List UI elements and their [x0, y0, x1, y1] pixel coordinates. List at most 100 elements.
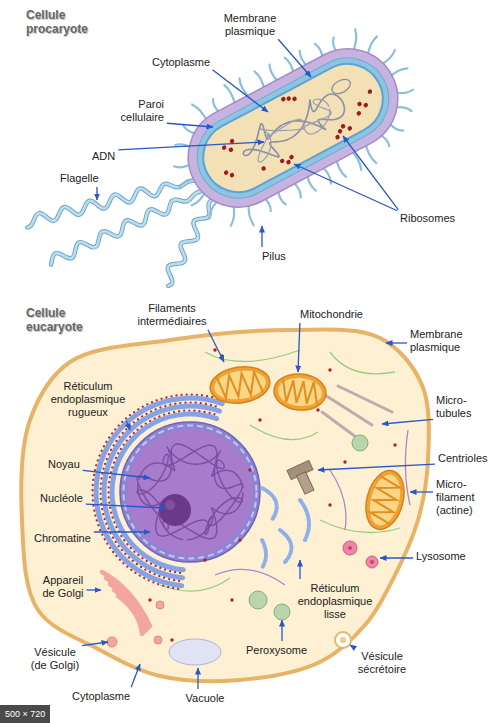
part-label: Peroxysome — [246, 644, 307, 657]
mitochondrion — [273, 372, 328, 412]
part-label: Micro- filament (actine) — [436, 478, 484, 517]
secretory-vesicle — [335, 632, 351, 648]
label-slot: Peroxysome — [246, 644, 307, 657]
er-tubule — [300, 500, 309, 540]
microfilament — [215, 569, 285, 585]
ribosome-dot — [213, 348, 216, 351]
size-badge: 500 × 720 — [0, 705, 50, 723]
leader-line — [167, 123, 213, 127]
golgi-cisterna — [118, 596, 142, 634]
ribosome-dot — [280, 96, 286, 102]
golgi-vesicle — [156, 601, 164, 609]
label-slot: Lysosome — [416, 550, 466, 563]
plasmid — [330, 77, 353, 97]
label-slot: Centrioles — [438, 452, 488, 465]
intermediate-filament — [330, 352, 395, 374]
part-label: Lysosome — [416, 550, 466, 563]
part-label: Chromatine — [34, 532, 91, 545]
ribosome-dot — [229, 172, 235, 178]
mito-outer — [208, 363, 272, 407]
label-slot: Chromatine — [34, 532, 91, 545]
leader-line — [318, 464, 435, 470]
nucleoplasm — [127, 429, 253, 555]
ribosome-dot — [363, 102, 369, 108]
lysosome — [343, 541, 357, 555]
leader-line — [212, 70, 268, 112]
microfilament — [405, 430, 410, 505]
part-label: Vacuole — [186, 692, 225, 705]
leader-line — [298, 323, 300, 372]
leader-line — [94, 531, 150, 532]
ribosome-dot — [230, 598, 233, 601]
intermediate-filament — [250, 425, 318, 440]
part-label: Réticulum endoplasmique rugueux — [48, 380, 128, 419]
dna-strand — [235, 85, 351, 171]
label-slot: Pilus — [262, 250, 286, 263]
peroxisome — [249, 591, 267, 609]
label-slot: ADN — [92, 150, 115, 163]
leader-line — [208, 330, 224, 362]
cell-heading: Cellule procaryote — [26, 8, 106, 36]
leader-line — [83, 470, 150, 478]
part-label: Nucléole — [40, 492, 83, 505]
ribosome-dot — [335, 134, 341, 140]
part-label: ADN — [92, 150, 115, 163]
ribosome-dot — [248, 468, 251, 471]
label-slot: Micro- filament (actine) — [436, 478, 484, 517]
label-slot: 500 × 720 — [0, 705, 50, 723]
mitochondrion — [360, 466, 410, 533]
cristae — [281, 379, 319, 404]
label-slot: Flagelle — [60, 172, 99, 185]
nuclear-pores — [124, 426, 257, 559]
leader-line — [126, 421, 130, 430]
golgi-vesicle — [107, 637, 117, 647]
part-label: Vésicule sécrétoire — [354, 650, 410, 676]
er-tubule — [280, 530, 291, 562]
label-slot: Cytoplasme — [152, 56, 210, 69]
smooth-er — [262, 488, 309, 568]
nucleolus-highlight — [165, 500, 175, 510]
label-slot: Micro- tubules — [436, 394, 480, 420]
nucleolus — [159, 494, 191, 526]
ribosome-dot — [393, 443, 396, 446]
label-slot: Vésicule (de Golgi) — [27, 646, 83, 672]
label-slot: Cellule eucaryote — [26, 306, 106, 334]
label-slot: Ribosomes — [400, 212, 455, 225]
ribosome-dot — [170, 638, 173, 641]
part-label: Flagelle — [60, 172, 99, 185]
pili — [147, 6, 440, 250]
mito-matrix — [277, 376, 323, 408]
label-slot: Noyau — [48, 458, 80, 471]
ribosome-dot — [340, 123, 346, 129]
centriole — [296, 472, 314, 494]
centrioles — [287, 460, 314, 494]
leader-line — [131, 664, 140, 687]
ribosome-dot — [286, 96, 292, 102]
er-tubule — [262, 540, 266, 568]
label-slot: Filaments intermédiaires — [133, 302, 211, 328]
leader-line — [382, 419, 433, 424]
ribosome-dot — [357, 101, 363, 107]
ribosome-dot — [356, 110, 362, 116]
leader-line — [294, 164, 397, 211]
part-label: Noyau — [48, 458, 80, 471]
part-label: Ribosomes — [400, 212, 455, 225]
label-slot: Membrane plasmique — [219, 12, 281, 38]
nucleus — [120, 422, 260, 562]
ribosome-dot — [286, 159, 292, 165]
eukaryote-membrane — [21, 330, 429, 682]
part-label: Mitochondrie — [300, 308, 363, 321]
ribosome-dot — [347, 125, 353, 131]
part-label: Paroi cellulaire — [112, 98, 164, 124]
label-slot: Mitochondrie — [300, 308, 363, 321]
label-slot: Cytoplasme — [72, 690, 130, 703]
leader-line — [118, 142, 264, 150]
leader-line — [281, 620, 282, 641]
flagellum-outline — [168, 196, 215, 286]
cristae — [217, 371, 264, 399]
label-slot: Réticulum endoplasmique lisse — [295, 582, 375, 621]
ribosome-dot — [203, 558, 206, 561]
flagella — [27, 180, 215, 286]
